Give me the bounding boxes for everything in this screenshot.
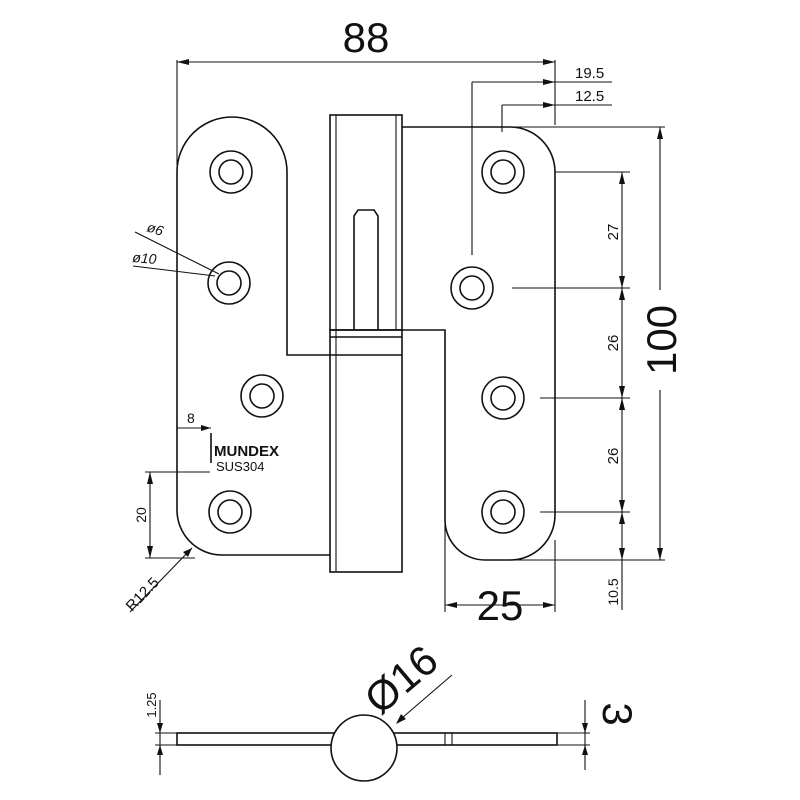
hole-right-2 xyxy=(450,266,494,310)
dim-spacing-2: 26 xyxy=(605,335,622,352)
dim-hole-large: ø10 xyxy=(132,249,158,267)
dim-total-thickness: 3 xyxy=(594,702,641,725)
hole-right-3 xyxy=(481,376,525,420)
hole-left-2 xyxy=(207,261,251,305)
dim-spacing-1: 27 xyxy=(605,224,622,241)
dim-corner-radius: R12.5 xyxy=(123,574,163,615)
upper-knuckle xyxy=(329,114,403,331)
material-marking: SUS304 xyxy=(216,459,264,474)
dim-offset-outer: 19.5 xyxy=(575,65,604,82)
right-leaf-outline xyxy=(402,126,556,561)
dim-leaf-width: 25 xyxy=(477,582,524,629)
mounting-holes xyxy=(207,150,525,534)
hole-right-1 xyxy=(481,150,525,194)
dim-edge-offset: 8 xyxy=(187,410,195,426)
side-view-barrel xyxy=(330,714,398,782)
pin xyxy=(353,209,379,330)
dim-offset-inner: 12.5 xyxy=(575,88,604,105)
dim-bottom-margin: 10.5 xyxy=(605,578,621,605)
dim-spacing-3: 26 xyxy=(605,448,622,465)
dim-hole-small: ø6 xyxy=(145,219,166,239)
dim-bottom-hole-height: 20 xyxy=(133,507,149,523)
dim-plate-thickness: 1.25 xyxy=(144,692,159,717)
hole-left-3 xyxy=(240,374,284,418)
dim-overall-height: 100 xyxy=(638,305,685,375)
brand-marking: MUNDEX xyxy=(214,443,279,460)
hole-left-1 xyxy=(209,150,253,194)
lower-knuckle xyxy=(329,329,403,573)
dim-overall-width: 88 xyxy=(343,14,390,61)
hole-right-4 xyxy=(481,490,525,534)
hole-left-4 xyxy=(208,490,252,534)
dim-pin-diameter: Ø16 xyxy=(356,636,447,723)
left-leaf-outline xyxy=(176,116,330,556)
